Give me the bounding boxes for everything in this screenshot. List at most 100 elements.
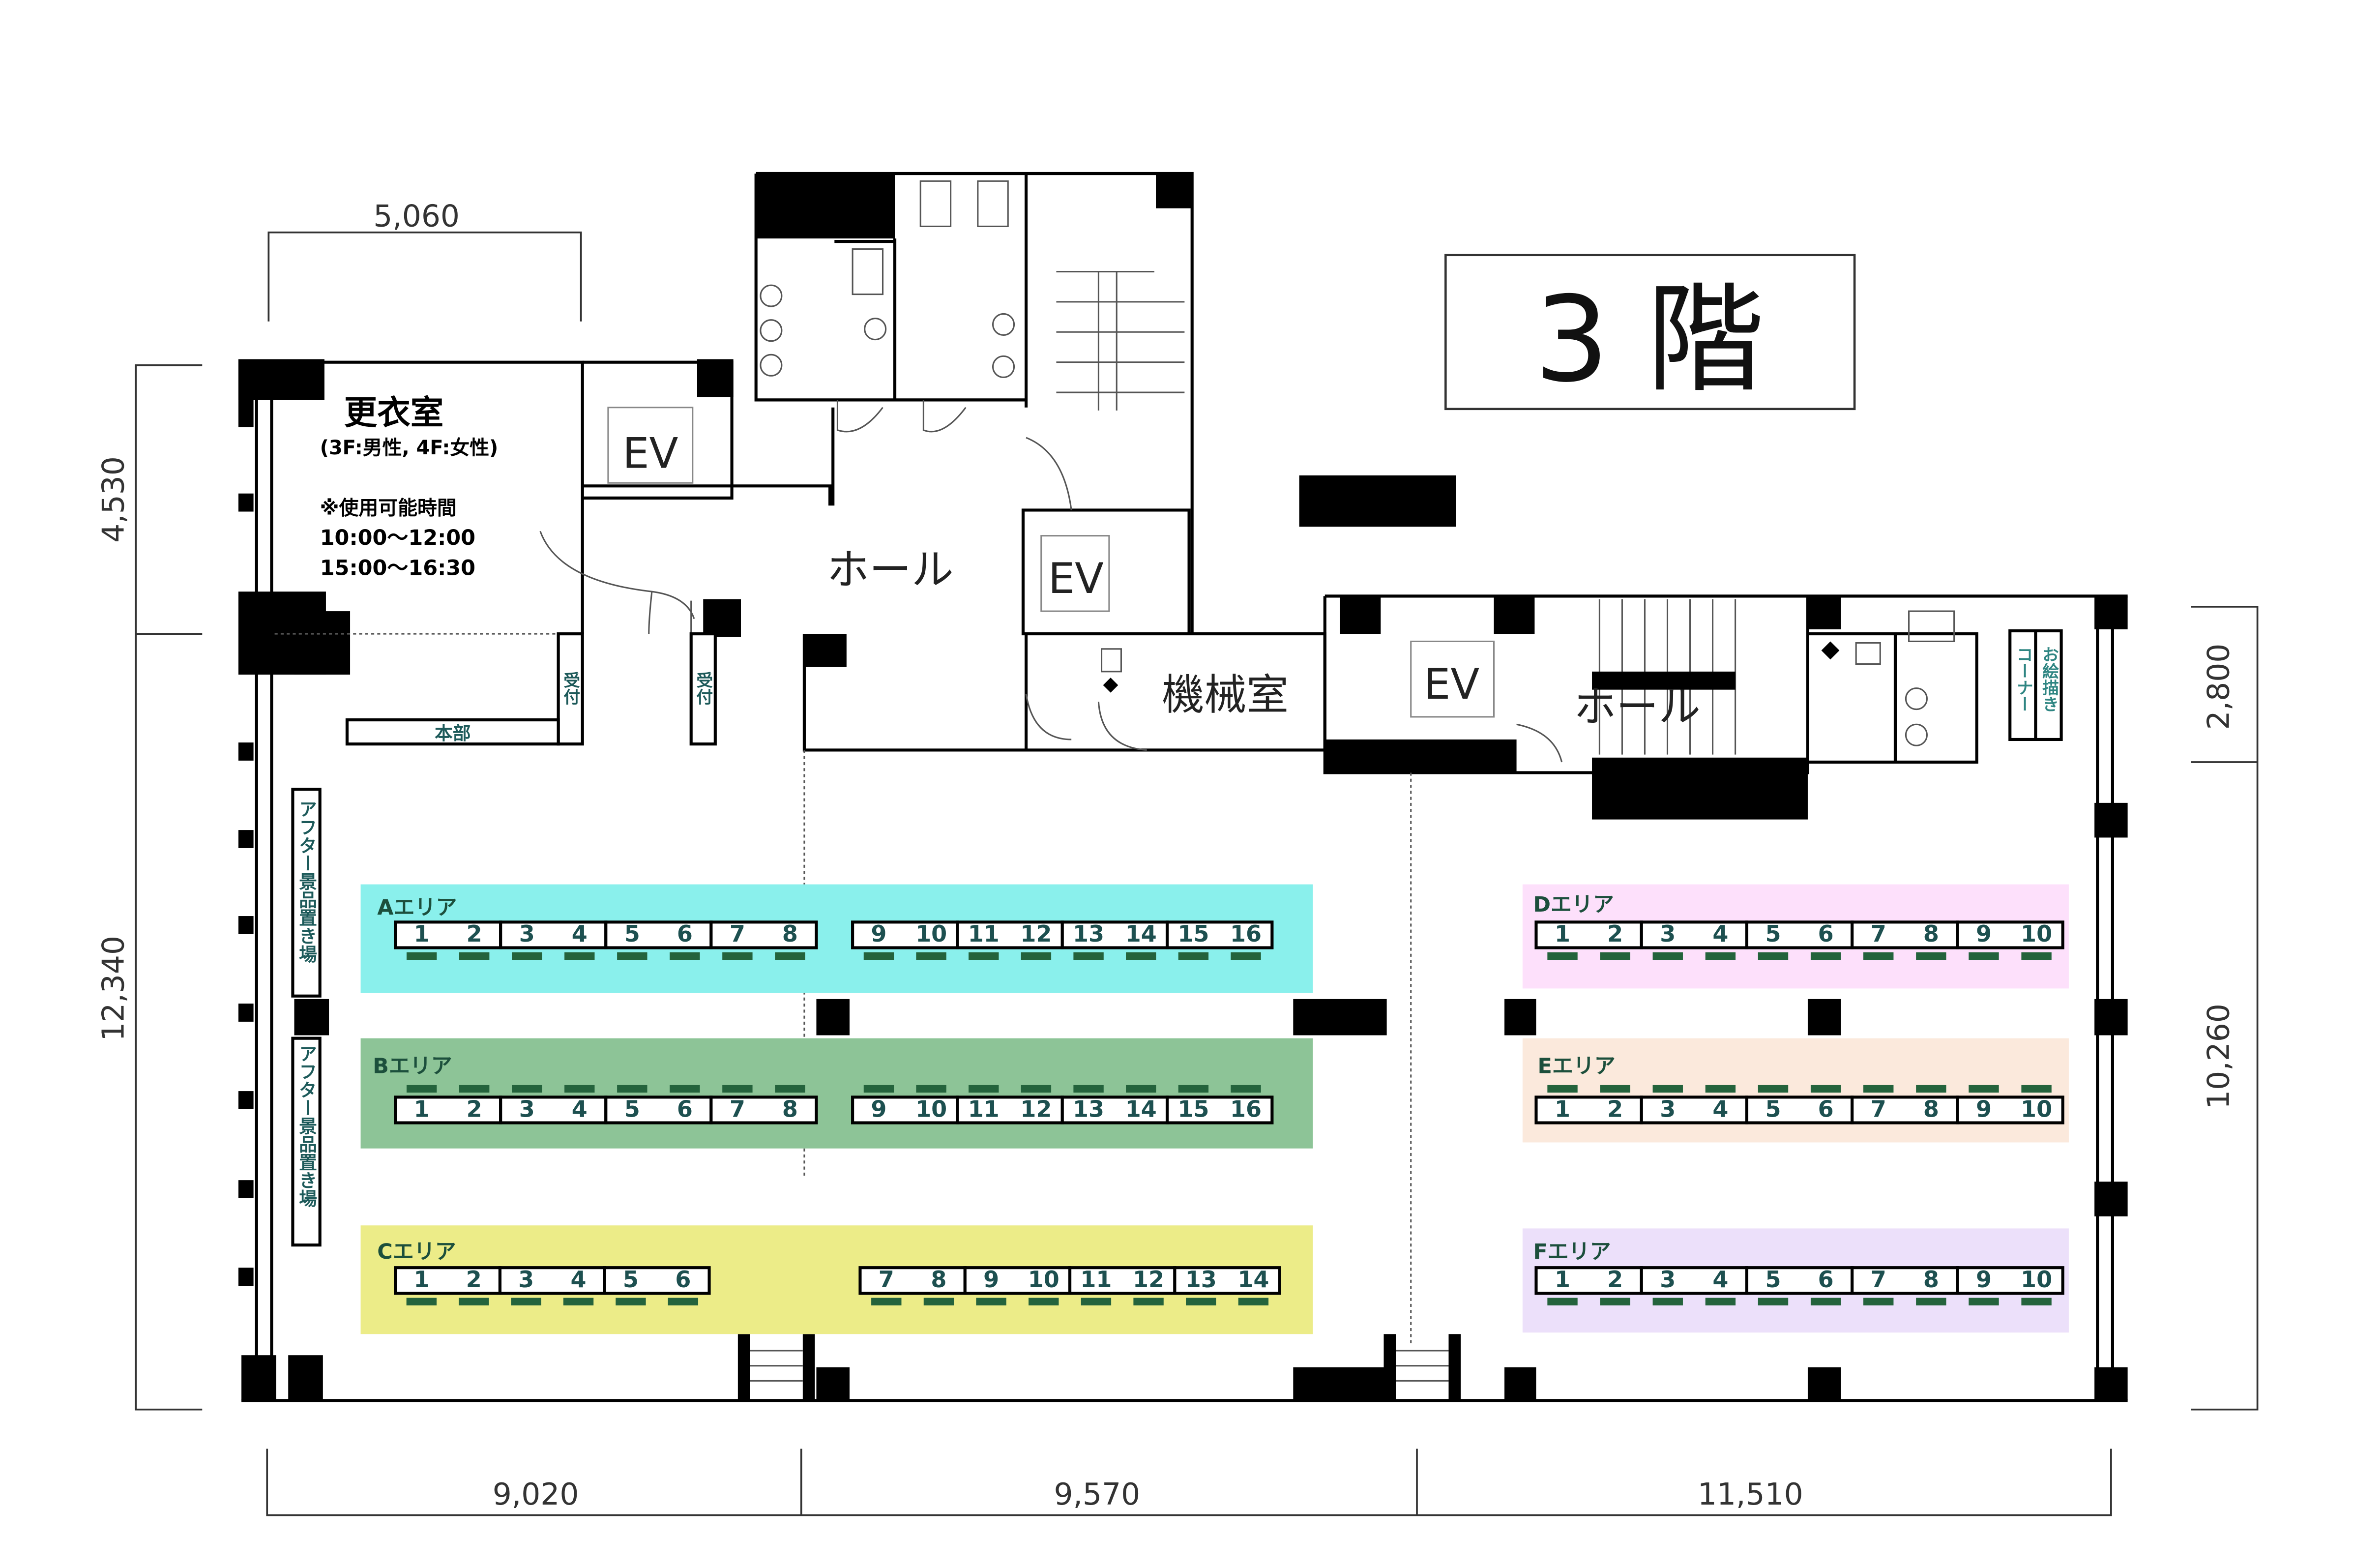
booth-number[interactable]: 8 bbox=[1923, 1266, 1939, 1293]
booth-seat-marker bbox=[1810, 952, 1841, 960]
booth-number[interactable]: 9 bbox=[1976, 920, 1992, 947]
booth-number[interactable]: 8 bbox=[1923, 1095, 1939, 1122]
booth-number[interactable]: 8 bbox=[1923, 920, 1939, 947]
booth-number[interactable]: 1 bbox=[1555, 1095, 1570, 1122]
booth-number[interactable]: 14 bbox=[1125, 1095, 1157, 1122]
booth-number[interactable]: 4 bbox=[1712, 1266, 1728, 1293]
hall-label-2: ホール bbox=[1574, 682, 1701, 732]
booth-number[interactable]: 8 bbox=[782, 920, 798, 947]
booth-number[interactable]: 16 bbox=[1230, 1095, 1262, 1122]
booth-number[interactable]: 2 bbox=[1607, 1266, 1623, 1293]
booth-number[interactable]: 1 bbox=[413, 1266, 429, 1293]
booth-number[interactable]: 2 bbox=[467, 920, 482, 947]
booth-table bbox=[1165, 1095, 1274, 1124]
booth-number[interactable]: 7 bbox=[1871, 1095, 1886, 1122]
booth-number[interactable]: 10 bbox=[915, 1095, 947, 1122]
booth-number[interactable]: 8 bbox=[931, 1266, 946, 1293]
booth-number[interactable]: 10 bbox=[2021, 920, 2052, 947]
booth-number[interactable]: 3 bbox=[1660, 920, 1676, 947]
booth-seat-marker bbox=[923, 1298, 954, 1305]
booth-number[interactable]: 6 bbox=[1818, 1095, 1834, 1122]
booth-number[interactable]: 6 bbox=[1818, 1266, 1834, 1293]
booth-number[interactable]: 9 bbox=[1976, 1266, 1992, 1293]
booth-number[interactable]: 15 bbox=[1177, 1095, 1209, 1122]
booth-number[interactable]: 2 bbox=[467, 1095, 482, 1122]
booth-number[interactable]: 13 bbox=[1185, 1266, 1217, 1293]
booth-number[interactable]: 3 bbox=[518, 1266, 534, 1293]
booth-number[interactable]: 1 bbox=[414, 920, 430, 947]
booth-number[interactable]: 8 bbox=[782, 1095, 798, 1122]
booth-number[interactable]: 9 bbox=[871, 920, 886, 947]
booth-number[interactable]: 4 bbox=[1712, 920, 1728, 947]
booth-number[interactable]: 1 bbox=[1555, 920, 1570, 947]
booth-number[interactable]: 9 bbox=[871, 1095, 886, 1122]
booth-number[interactable]: 11 bbox=[968, 1095, 1000, 1122]
booth-seat-marker bbox=[668, 1298, 699, 1305]
prize-storage-label-2: アフター景品置き場 bbox=[296, 1044, 317, 1208]
booth-number[interactable]: 10 bbox=[2021, 1095, 2052, 1122]
booth-number[interactable]: 14 bbox=[1125, 920, 1157, 947]
booth-seat-marker bbox=[670, 1085, 700, 1093]
booth-number[interactable]: 5 bbox=[624, 920, 640, 947]
booth-number[interactable]: 7 bbox=[879, 1266, 894, 1293]
booth-number[interactable]: 6 bbox=[1818, 920, 1834, 947]
booth-number[interactable]: 7 bbox=[1871, 920, 1886, 947]
booth-number[interactable]: 7 bbox=[730, 920, 745, 947]
booth-number[interactable]: 1 bbox=[1555, 1266, 1570, 1293]
booth-number[interactable]: 10 bbox=[2021, 1266, 2052, 1293]
booth-seat-marker bbox=[775, 1085, 805, 1093]
booth-seat-marker bbox=[1600, 1085, 1630, 1093]
booth-number[interactable]: 12 bbox=[1020, 1095, 1052, 1122]
booth-number[interactable]: 2 bbox=[466, 1266, 482, 1293]
booth-number[interactable]: 16 bbox=[1230, 920, 1262, 947]
booth-number[interactable]: 14 bbox=[1237, 1266, 1269, 1293]
booth-seat-marker bbox=[1178, 952, 1209, 960]
booth-seat-marker bbox=[1081, 1298, 1112, 1305]
booth-number[interactable]: 4 bbox=[571, 1266, 587, 1293]
booth-number[interactable]: 5 bbox=[623, 1266, 639, 1293]
booth-number[interactable]: 7 bbox=[1871, 1266, 1886, 1293]
booth-number[interactable]: 5 bbox=[1765, 1095, 1781, 1122]
area-label: Eエリア bbox=[1538, 1054, 1616, 1078]
booth-number[interactable]: 9 bbox=[983, 1266, 999, 1293]
booth-number[interactable]: 10 bbox=[1028, 1266, 1059, 1293]
booth-seat-marker bbox=[406, 1298, 437, 1305]
booth-number[interactable]: 3 bbox=[1660, 1266, 1676, 1293]
booth-number[interactable]: 6 bbox=[677, 1095, 693, 1122]
booth-number[interactable]: 1 bbox=[414, 1095, 430, 1122]
booth-number[interactable]: 4 bbox=[572, 1095, 588, 1122]
booth-number[interactable]: 12 bbox=[1020, 920, 1052, 947]
booth-number[interactable]: 9 bbox=[1976, 1095, 1992, 1122]
booth-number[interactable]: 12 bbox=[1133, 1266, 1164, 1293]
booth-number[interactable]: 5 bbox=[1765, 920, 1781, 947]
dim-left-lower: 12,340 bbox=[96, 936, 131, 1041]
booth-number[interactable]: 11 bbox=[968, 920, 1000, 947]
booth-number[interactable]: 2 bbox=[1607, 1095, 1623, 1122]
booth-number[interactable]: 3 bbox=[519, 920, 535, 947]
booth-number[interactable]: 5 bbox=[1765, 1266, 1781, 1293]
booth-number[interactable]: 5 bbox=[624, 1095, 640, 1122]
booth-number[interactable]: 7 bbox=[730, 1095, 745, 1122]
booth-number[interactable]: 4 bbox=[572, 920, 588, 947]
booth-number[interactable]: 13 bbox=[1073, 920, 1104, 947]
booth-number[interactable]: 11 bbox=[1080, 1266, 1112, 1293]
booth-number[interactable]: 3 bbox=[519, 1095, 535, 1122]
booth-table bbox=[858, 1266, 967, 1295]
booth-seat-marker bbox=[775, 952, 805, 960]
booth-number[interactable]: 3 bbox=[1660, 1095, 1676, 1122]
booth-number[interactable]: 4 bbox=[1712, 1095, 1728, 1122]
booth-table bbox=[1956, 920, 2064, 949]
booth-seat-marker bbox=[1916, 952, 1946, 960]
booth-table bbox=[604, 920, 713, 949]
booth-number[interactable]: 6 bbox=[677, 920, 693, 947]
booth-number[interactable]: 15 bbox=[1177, 920, 1209, 947]
booth-seat-marker bbox=[1073, 952, 1104, 960]
booth-number[interactable]: 13 bbox=[1073, 1095, 1104, 1122]
booth-number[interactable]: 2 bbox=[1607, 920, 1623, 947]
booth-number[interactable]: 6 bbox=[675, 1266, 691, 1293]
booth-seat-marker bbox=[969, 952, 999, 960]
booth-number[interactable]: 10 bbox=[915, 920, 947, 947]
booth-table bbox=[394, 920, 502, 949]
